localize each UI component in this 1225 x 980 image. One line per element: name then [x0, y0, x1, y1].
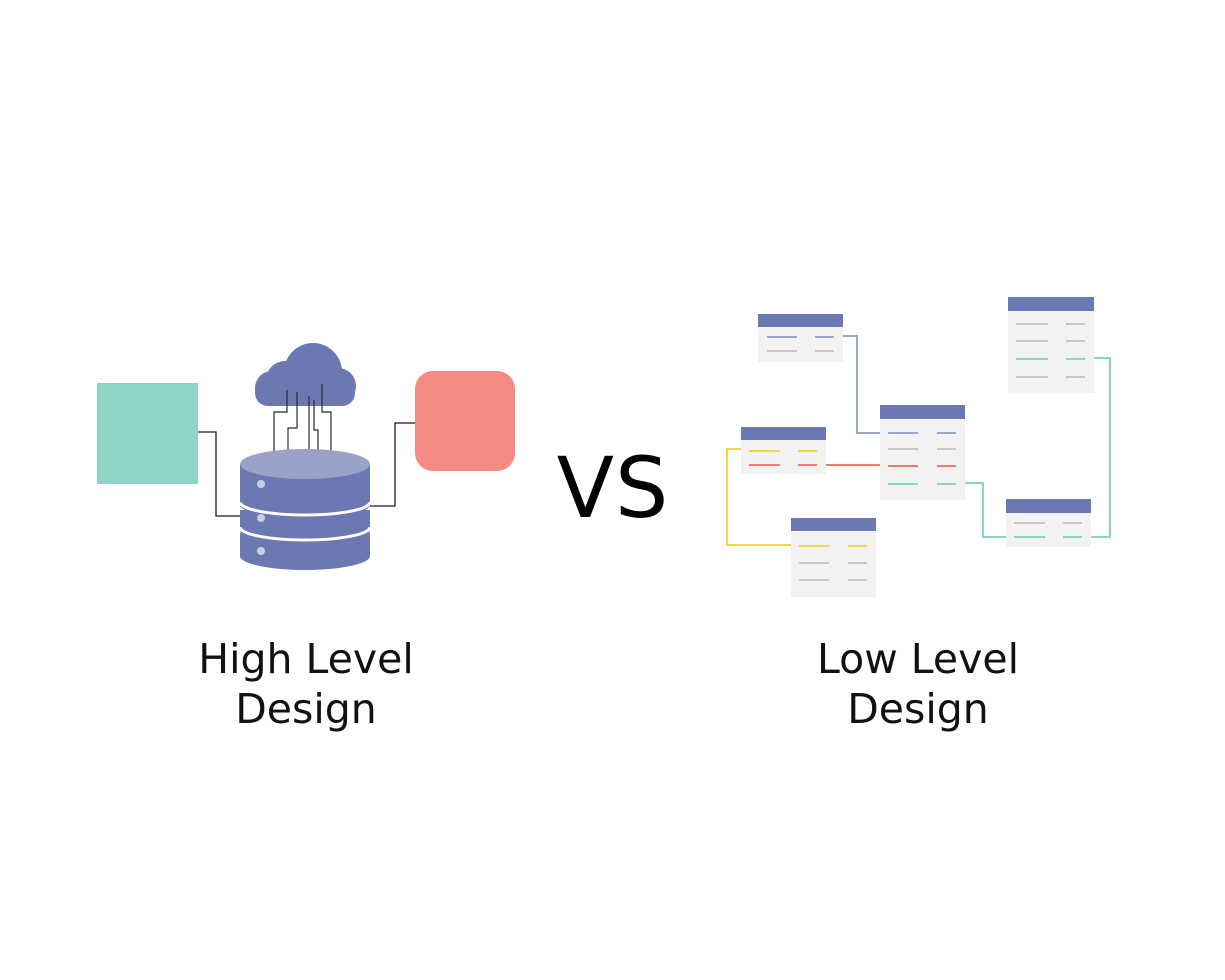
table-card [1006, 499, 1091, 547]
salmon-rounded-block [415, 371, 515, 471]
table-card [791, 518, 876, 597]
cloud-wires [273, 384, 332, 462]
database-icon [238, 449, 372, 570]
table-card [741, 427, 826, 474]
table-card [1008, 297, 1094, 393]
teal-connector-2 [1091, 357, 1111, 538]
lld-title-line2: Design [847, 685, 989, 733]
table-card [758, 314, 843, 362]
hld-title-line2: Design [235, 685, 377, 733]
hld-title-line1: High Level [198, 635, 414, 683]
vs-label: VS [556, 439, 670, 537]
hld-connectors [198, 422, 416, 517]
high-level-design-title: High Level Design [106, 634, 506, 734]
table-card [880, 405, 965, 500]
yellow-connector [726, 448, 791, 546]
teal-square-block [97, 383, 198, 484]
teal-connector-1 [965, 482, 1006, 538]
blue-connector [843, 335, 880, 434]
lld-title-line1: Low Level [817, 635, 1019, 683]
cloud-icon [255, 343, 356, 406]
low-level-design-title: Low Level Design [718, 634, 1118, 734]
lld-connectors [726, 335, 1111, 546]
